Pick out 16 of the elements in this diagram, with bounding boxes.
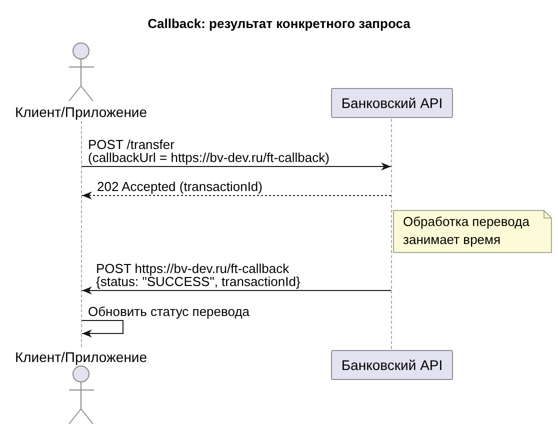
sticky-note: Обработка перевода занимает время	[393, 210, 552, 253]
actor-label: Клиент/Приложение	[14, 104, 148, 120]
dashed-reply-arrow	[82, 192, 392, 200]
message-arrow	[82, 162, 392, 170]
message-label: Обновить статус перевода	[88, 305, 250, 318]
lifeline	[391, 119, 392, 349]
message-label: POST /transfer (callbackUrl = https://bv-dev.ru/ft-callback)	[88, 138, 330, 164]
diagram-title: Callback: результат конкретного запроса	[146, 16, 412, 32]
participant-box: Банковский API	[331, 88, 453, 118]
lifeline	[81, 121, 82, 347]
participant-box: Банковский API	[331, 350, 453, 380]
self-message-arrow	[82, 320, 124, 338]
actor-label: Клиент/Приложение	[14, 349, 148, 365]
message-label: POST https://bv-dev.ru/ft-callback {status: "SUCCESS", transactionId}	[96, 262, 300, 288]
message-label: 202 Accepted (transactionId)	[97, 180, 262, 194]
message-arrow	[82, 286, 392, 294]
